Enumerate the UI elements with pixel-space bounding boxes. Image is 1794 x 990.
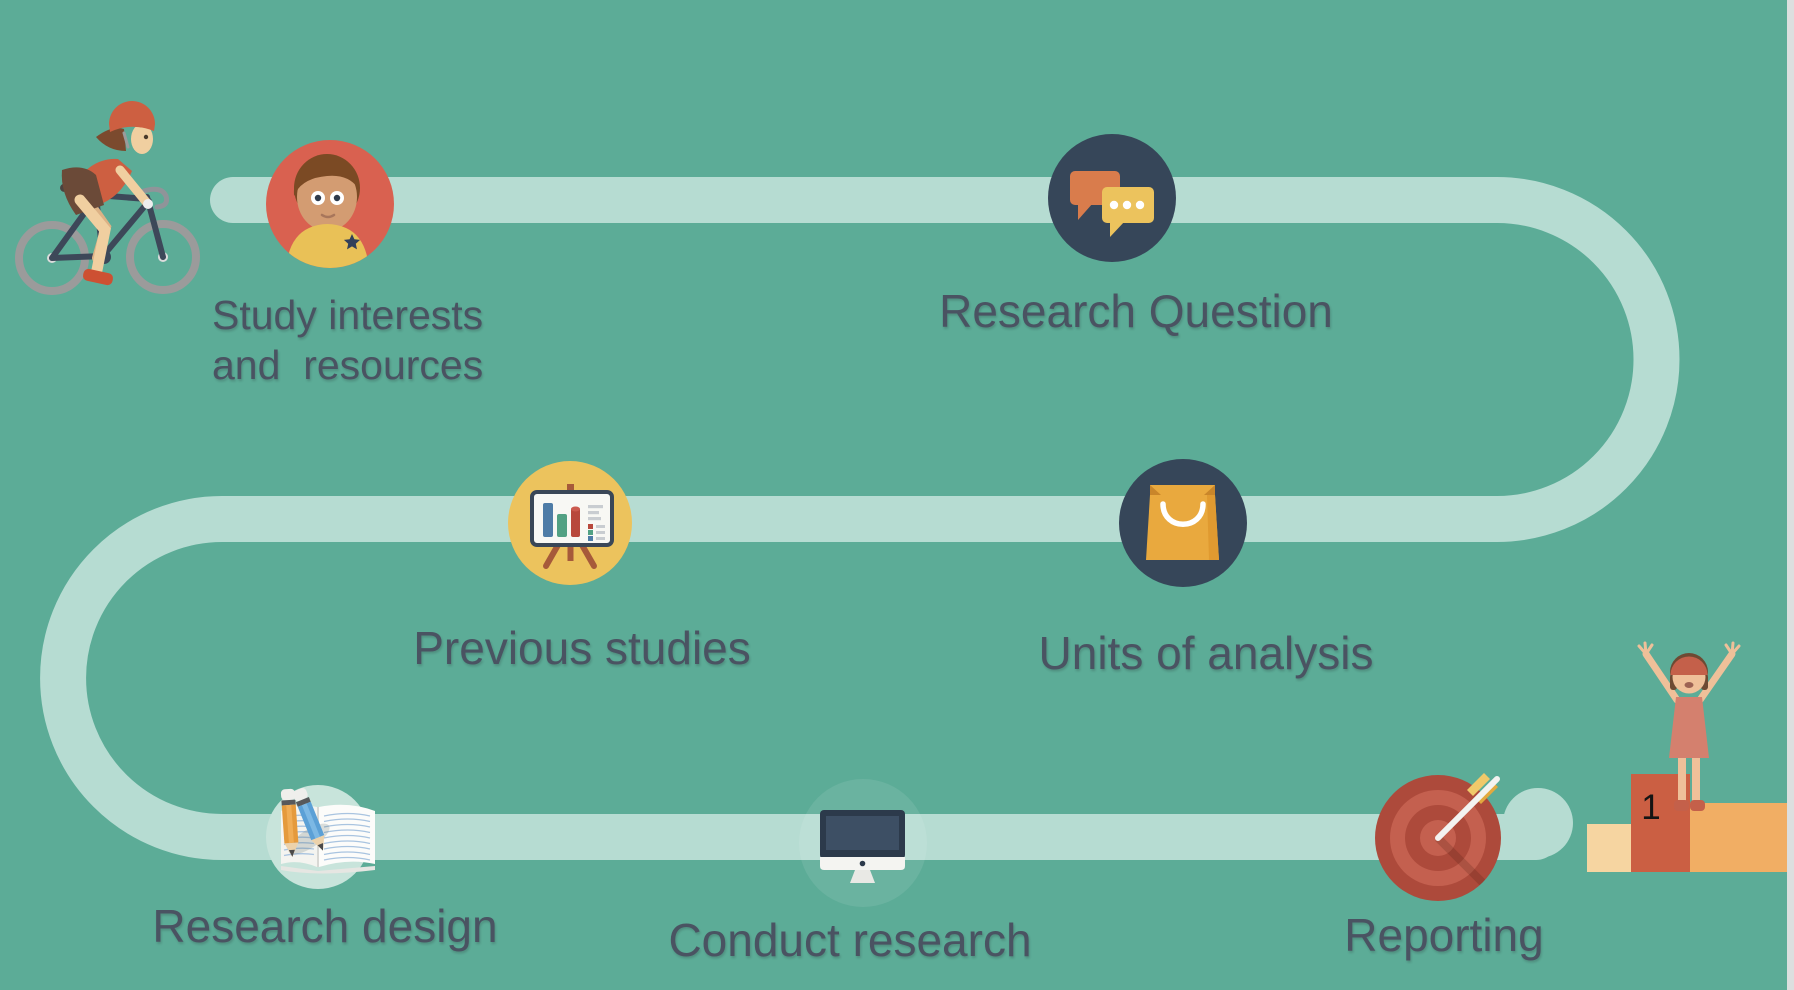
step-icon-conduct-research [799, 779, 927, 907]
podium-third-block [1690, 803, 1787, 872]
child-avatar-icon [286, 154, 369, 268]
open-book-pencils-icon [280, 788, 375, 874]
step-icon-study-interests [266, 140, 394, 268]
step-label-units-of-analysis: Units of analysis [1038, 627, 1374, 679]
speech-bubbles-icon [1070, 171, 1154, 237]
path-end-dot [1503, 788, 1573, 858]
step-label-research-question: Research Question [939, 285, 1333, 337]
step-label-previous-studies: Previous studies [413, 622, 751, 674]
step-icon-units-of-analysis [1119, 459, 1247, 587]
cyclist-rider [61, 101, 155, 286]
podium-second-block [1587, 824, 1632, 872]
shopping-bag-icon [1146, 485, 1219, 560]
cyclist-illustration [15, 101, 200, 295]
right-edge-strip [1787, 0, 1794, 990]
winner-on-podium-illustration [1637, 641, 1741, 811]
step-label-reporting: Reporting [1344, 909, 1544, 961]
step-label-conduct-research: Conduct research [668, 914, 1032, 966]
step-label-study-interests: Study interests and resources [212, 292, 484, 389]
step-icon-previous-studies [508, 461, 632, 585]
step-icon-research-question [1048, 134, 1176, 262]
blue-pencil [292, 788, 325, 851]
step-label-research-design: Research design [152, 900, 498, 952]
bar-chart-easel-icon [530, 484, 614, 569]
desktop-computer-icon [820, 810, 905, 883]
process-path-line [40, 177, 1680, 860]
orange-pencil [280, 788, 299, 857]
podium-first-place-number: 1 [1641, 788, 1661, 827]
dartboard-arrow-icon [1375, 773, 1501, 901]
